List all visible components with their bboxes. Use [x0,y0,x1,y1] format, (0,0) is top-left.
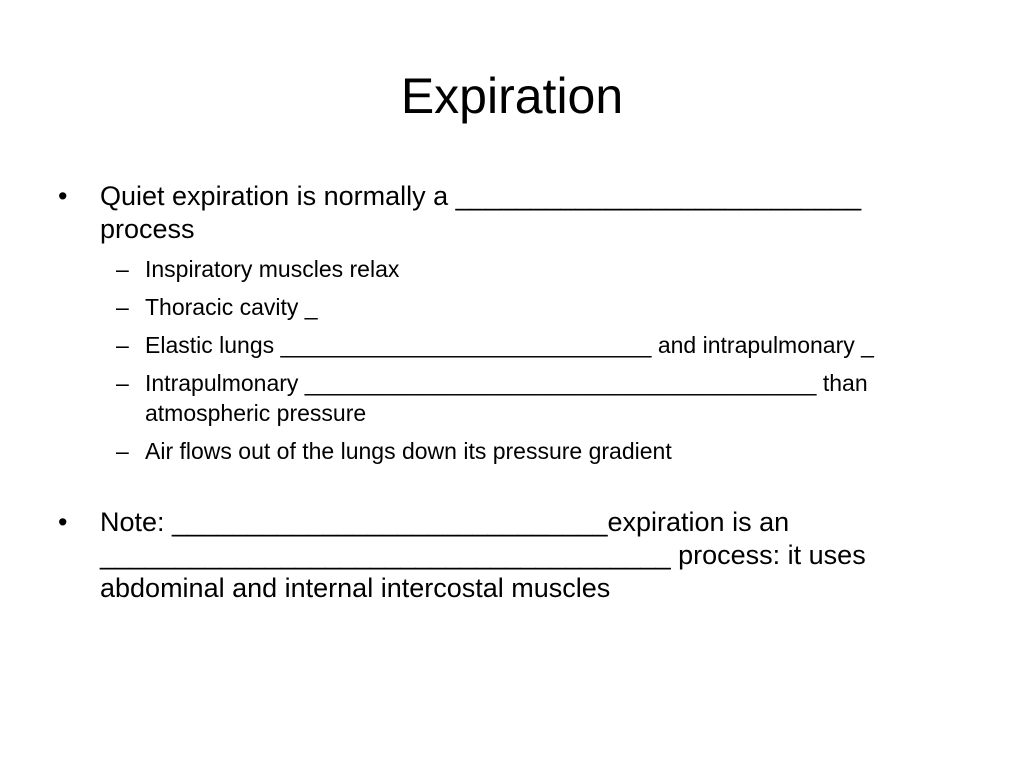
dash-icon: – [116,294,129,320]
sub-bullet-text: Inspiratory muscles relax [145,256,400,282]
spacer [58,466,958,506]
bullet-icon: • [58,507,68,537]
sub-bullet-item: – Air flows out of the lungs down its pr… [58,436,958,466]
sub-bullet-item: – Elastic lungs ________________________… [58,330,958,360]
bullet-text: Note: _____________________________expir… [100,507,866,603]
dash-icon: – [116,332,129,358]
sub-bullet-item: – Intrapulmonary _______________________… [58,368,958,428]
bullet-text: Quiet expiration is normally a _________… [100,181,862,244]
bullet-icon: • [58,181,68,211]
slide-title: Expiration [400,68,624,124]
dash-icon: – [116,256,129,282]
bullet-item-quiet-expiration: • Quiet expiration is normally a _______… [58,180,958,246]
sub-bullet-item: – Thoracic cavity _ [58,292,958,322]
sub-bullet-text: Air flows out of the lungs down its pres… [145,438,672,464]
slide-body: • Quiet expiration is normally a _______… [58,180,958,605]
sub-bullet-text: Intrapulmonary _________________________… [145,370,868,426]
dash-icon: – [116,370,129,396]
sub-bullet-text: Elastic lungs __________________________… [145,332,874,358]
sub-bullet-text: Thoracic cavity _ [145,294,318,320]
sub-bullet-list: – Inspiratory muscles relax – Thoracic c… [58,254,958,466]
sub-bullet-item: – Inspiratory muscles relax [58,254,958,284]
dash-icon: – [116,438,129,464]
bullet-item-note: • Note: _____________________________exp… [58,506,958,605]
